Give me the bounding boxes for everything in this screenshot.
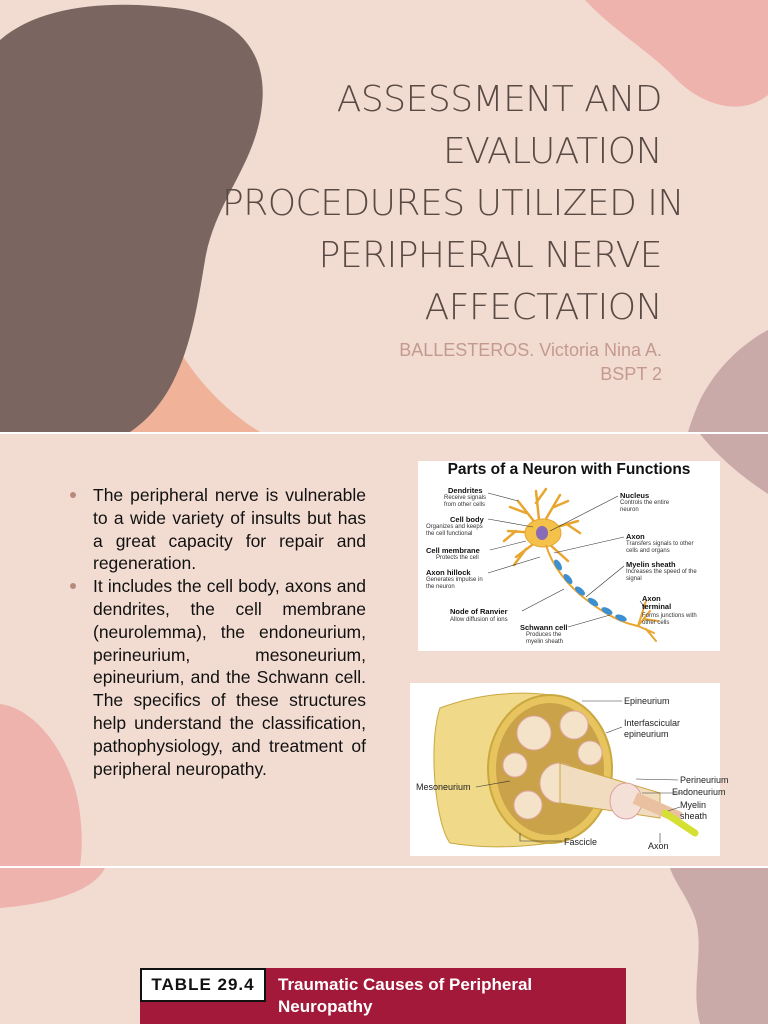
label-cell-body: Cell body [450, 515, 484, 524]
label-axon: Axon [626, 532, 645, 541]
bullet-item: It includes the cell body, axons and den… [66, 575, 366, 780]
sub-axon: Transfers signals to other cells and org… [626, 541, 694, 554]
label-axon-hillock: Axon hillock [426, 568, 471, 577]
neuron-illustration [487, 487, 659, 642]
table-title: Traumatic Causes of Peripheral Neuropath… [278, 975, 533, 1016]
sub-node-ranvier: Allow diffusion of ions [450, 617, 508, 623]
table-slide: TABLE 29.4 Traumatic Causes of Periphera… [0, 868, 768, 1024]
title-line: AFFECTATION [424, 287, 663, 328]
neuron-diagram-title: Parts of a Neuron with Functions [447, 461, 691, 478]
brown-blob [0, 4, 263, 432]
mauve-blob-right [670, 868, 768, 1024]
label-mesoneurium: Mesoneurium [416, 782, 471, 792]
sub-cell-body: Organizes and keeps the cell functional [426, 524, 483, 537]
table-header: TABLE 29.4 Traumatic Causes of Periphera… [140, 968, 626, 1024]
pink-blob-left [0, 868, 105, 908]
sub-cell-membrane: Protects the cell [436, 555, 479, 561]
mauve-blob-top-right [700, 434, 768, 494]
pink-blob-top-right [585, 0, 768, 107]
bullet-list: The peripheral nerve is vulnerable to a … [66, 484, 366, 780]
table-number: TABLE 29.4 [140, 968, 266, 1002]
mauve-blob-right [688, 330, 768, 432]
label-epineurium: Epineurium [624, 696, 670, 706]
decorative-blobs [0, 434, 768, 866]
label-perineurium: Perineurium [680, 775, 729, 785]
slide-divider [0, 866, 768, 868]
label-schwann-cell: Schwann cell [520, 623, 568, 632]
decorative-blobs [0, 868, 768, 1024]
label-dendrites: Dendrites [448, 486, 483, 495]
sub-axon-terminal: Forms junctions with other cells [642, 613, 697, 626]
title-line: ASSESSMENT AND [336, 79, 663, 120]
bullet-item: The peripheral nerve is vulnerable to a … [66, 484, 366, 575]
label-interfascicular-epineurium: Interfascicular epineurium [624, 718, 681, 739]
label-axon: Axon [648, 841, 669, 851]
title-line: PERIPHERAL NERVE [318, 235, 663, 276]
title-line: EVALUATION [442, 131, 663, 172]
nerve-cross-section-diagram: Epineurium Interfascicular epineurium Me… [410, 683, 729, 856]
sub-dendrites: Receive signals from other cells [444, 495, 487, 508]
title-line: PROCEDURES UTILIZED IN [222, 183, 684, 224]
decorative-blobs [0, 0, 768, 432]
author-name: BALLESTEROS. Victoria Nina A. [399, 340, 662, 360]
label-myelin-sheath: Myelin sheath [680, 800, 708, 821]
label-cell-membrane: Cell membrane [426, 546, 480, 555]
nerve-illustration [433, 692, 699, 848]
label-nucleus: Nucleus [620, 491, 650, 500]
neuron-diagram: Parts of a Neuron with Functions [418, 461, 720, 651]
label-axon-terminal: Axon terminal [642, 594, 672, 611]
slide-divider [0, 432, 768, 434]
sub-schwann-cell: Produces the myelin sheath [526, 632, 564, 645]
label-fascicle: Fascicle [564, 837, 598, 847]
label-myelin-sheath: Myelin sheath [626, 560, 676, 569]
sub-axon-hillock: Generates impulse in the neuron [426, 577, 483, 590]
pink-blob-left [0, 704, 82, 866]
slide-title: ASSESSMENT AND EVALUATION PROCEDURES UTI… [222, 74, 684, 334]
label-endoneurium: Endoneurium [672, 787, 726, 797]
author-block: BALLESTEROS. Victoria Nina A. BSPT 2 [399, 338, 662, 386]
author-section: BSPT 2 [600, 364, 662, 384]
title-slide: ASSESSMENT AND EVALUATION PROCEDURES UTI… [0, 0, 768, 432]
content-slide: The peripheral nerve is vulnerable to a … [0, 434, 768, 866]
sub-myelin-sheath: Increases the speed of the signal [626, 569, 697, 582]
sub-nucleus: Controls the entire neuron [620, 500, 670, 513]
label-node-ranvier: Node of Ranvier [450, 607, 508, 616]
